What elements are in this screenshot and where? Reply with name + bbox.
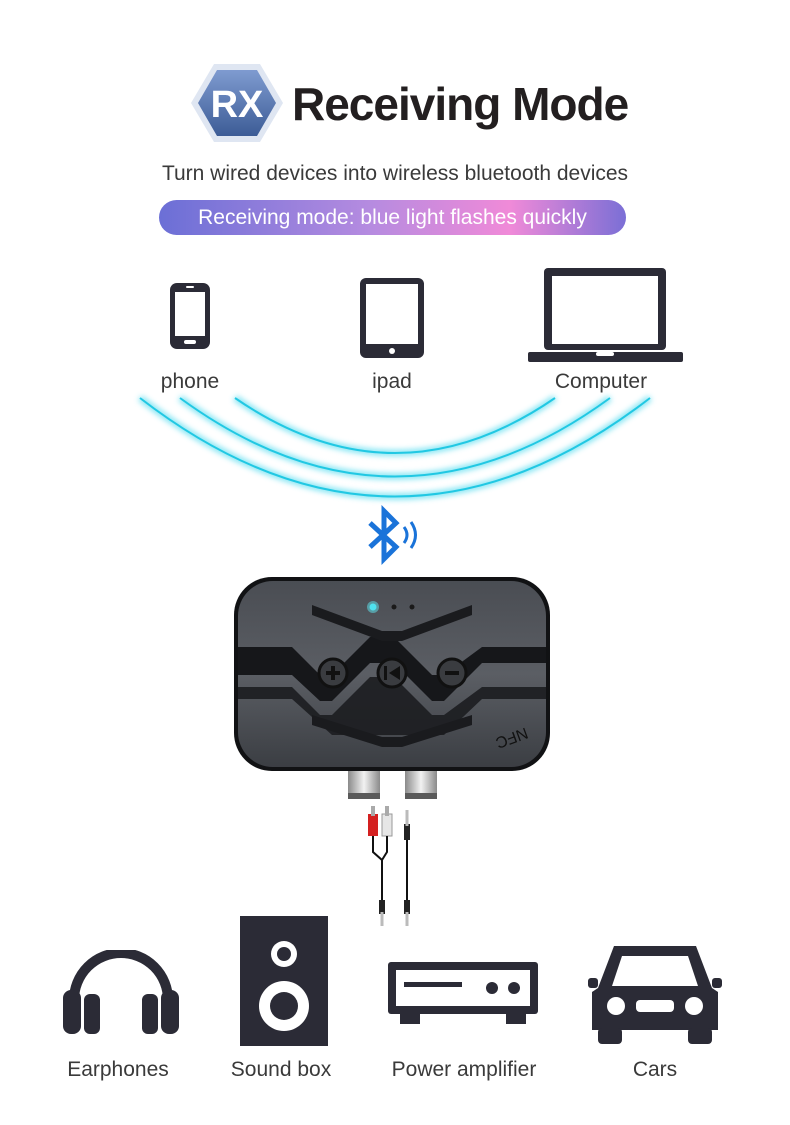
volume-down-button[interactable] (436, 657, 468, 689)
source-label-computer: Computer (554, 370, 648, 393)
tablet-icon (360, 278, 424, 358)
laptop-icon (528, 268, 683, 362)
car-icon (588, 946, 722, 1044)
rx-badge-icon: RX (191, 64, 283, 142)
subtitle: Turn wired devices into wireless bluetoo… (161, 162, 629, 185)
bluetooth-adapter-device: NFC (234, 577, 550, 799)
volume-up-button[interactable] (317, 657, 349, 689)
source-label-ipad: ipad (372, 370, 412, 393)
output-label-earphones: Earphones (67, 1058, 169, 1081)
phone-icon (170, 283, 210, 349)
headphones-icon (63, 950, 179, 1034)
rx-badge-text: RX (211, 84, 264, 126)
mode-pill: Receiving mode: blue light flashes quick… (159, 200, 626, 235)
output-label-cars: Cars (632, 1058, 678, 1081)
speaker-icon (240, 916, 328, 1046)
play-pause-button[interactable] (376, 657, 408, 689)
signal-waves (138, 395, 652, 500)
output-label-power-amplifier: Power amplifier (391, 1058, 537, 1081)
bluetooth-icon (368, 505, 417, 566)
page-title: Receiving Mode (292, 78, 629, 130)
audio-cables (368, 806, 410, 926)
amplifier-icon (388, 962, 538, 1024)
output-label-sound-box: Sound box (230, 1058, 332, 1081)
source-label-phone: phone (160, 370, 220, 393)
